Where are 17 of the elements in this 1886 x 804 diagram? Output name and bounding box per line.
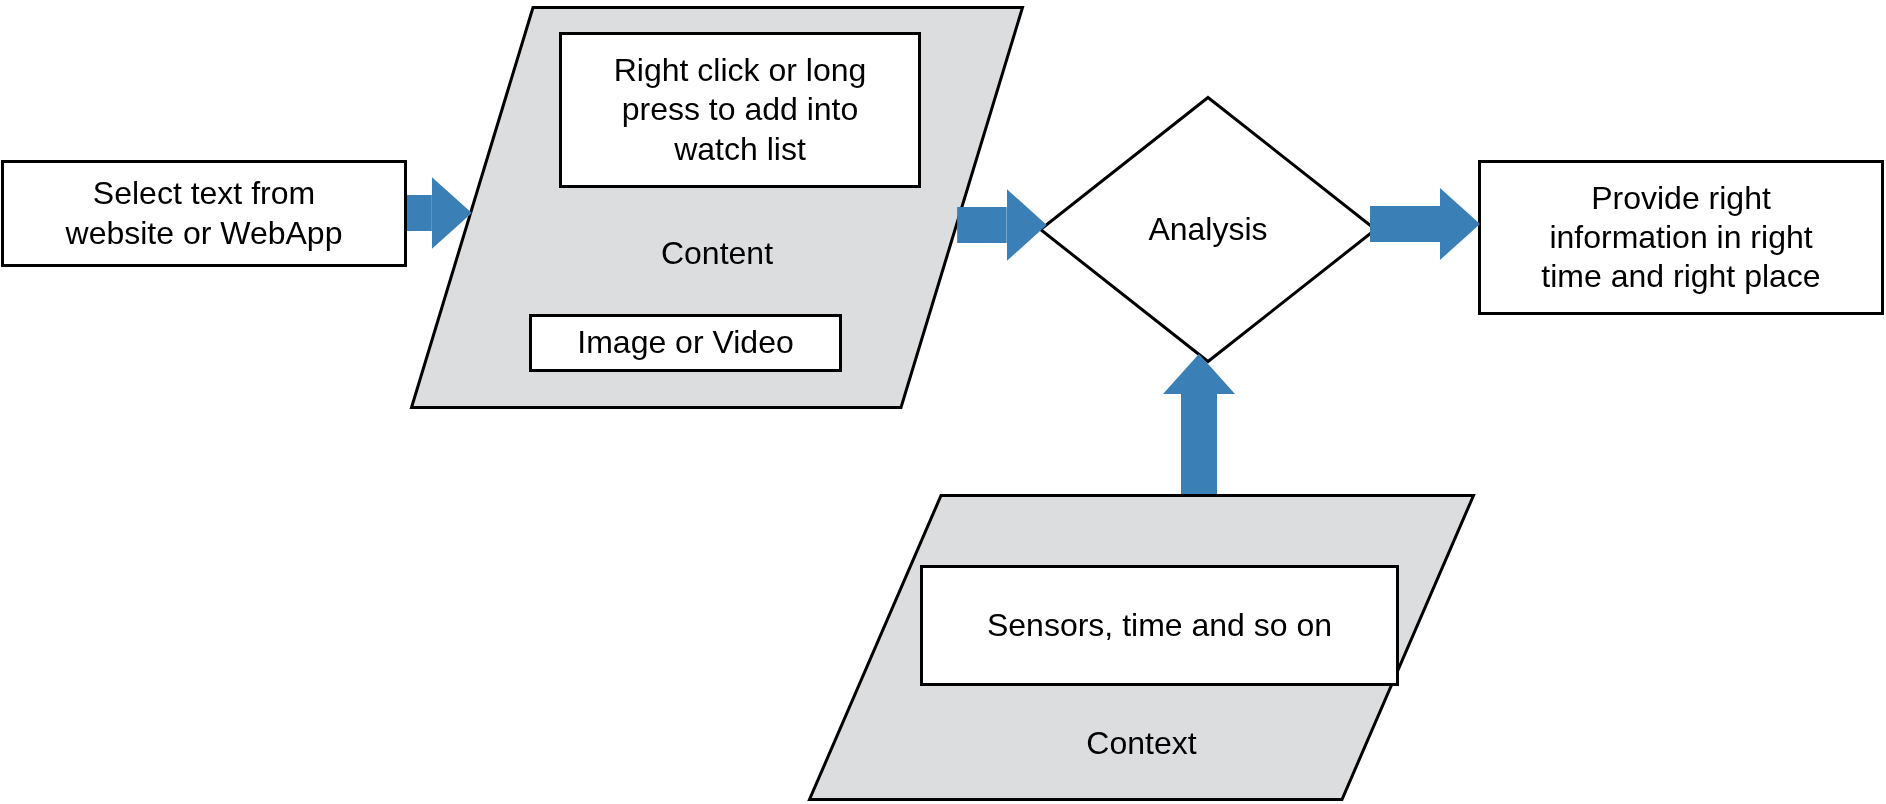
process-box	[529, 314, 842, 372]
block-arrow	[957, 189, 1047, 261]
box-label: Sensors, time and so on	[986, 606, 1333, 645]
group-label: Content	[660, 234, 774, 273]
process-box	[1, 160, 407, 267]
box-label: Right click or long press to add into watch list	[612, 51, 868, 169]
block-arrow	[1163, 353, 1235, 494]
process-box	[1478, 160, 1884, 315]
block-arrow	[407, 177, 472, 249]
block-arrow	[1370, 188, 1480, 260]
box-label: Provide right information in right time and right place	[1540, 178, 1822, 296]
box-label: Image or Video	[577, 323, 794, 363]
group-label: Context	[1086, 724, 1197, 763]
decision-label: Analysis	[1148, 209, 1268, 249]
process-box	[559, 32, 921, 188]
process-box	[920, 565, 1399, 686]
box-label: Select text from website or WebApp	[64, 174, 344, 253]
